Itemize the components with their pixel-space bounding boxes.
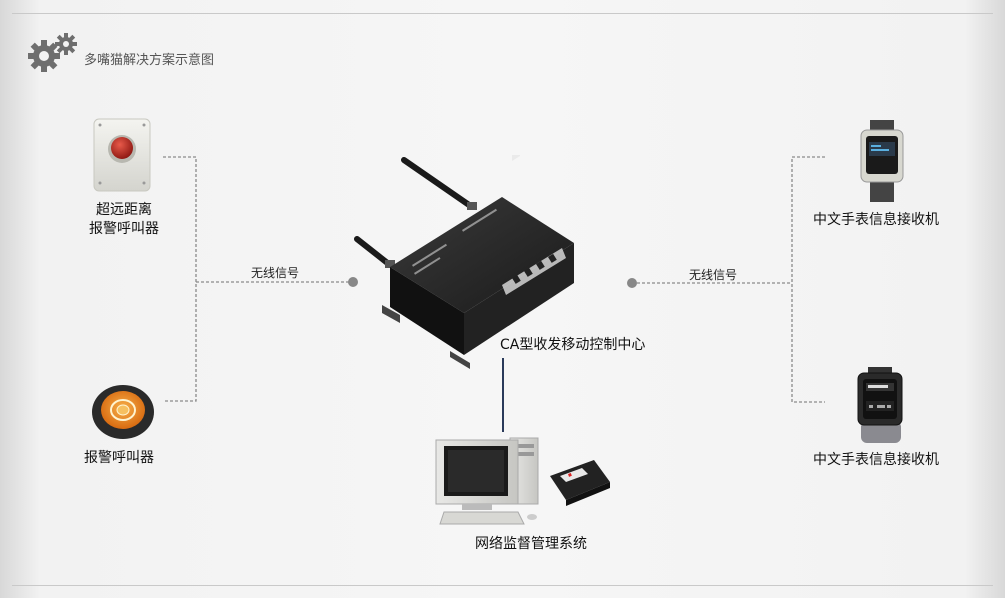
round-alarm-button-icon [92,385,154,439]
wireless-router-icon [354,155,574,369]
monitor-label: 网络监督管理系统 [475,536,587,552]
watch-top-label: 中文手表信息接收机 [813,212,939,228]
diagram-header: 多嘴猫解决方案示意图 [22,30,282,74]
right-bracket-line [791,156,825,403]
center-label: CA型收发移动控制中心 [500,337,646,353]
desktop-computer-icon [435,437,610,525]
long-range-alarm-label: 超远距离 报警呼叫器 [89,201,159,239]
left-bracket-line [163,156,197,402]
diagram-frame [12,13,993,586]
left-node [348,277,358,287]
watch-receiver-icon [857,367,903,443]
emergency-button-icon [93,118,151,192]
watch-receiver-icon [860,120,904,202]
gears-icon [28,33,77,72]
left-link-label: 无线信号 [251,266,300,280]
right-node [627,278,637,288]
diagram-title: 多嘴猫解决方案示意图 [84,53,215,68]
alarm-label: 报警呼叫器 [84,450,154,466]
right-link-label: 无线信号 [689,268,738,282]
long-range-alarm-line2: 报警呼叫器 [89,221,159,237]
long-range-alarm-line1: 超远距离 [96,202,152,218]
watch-bottom-label: 中文手表信息接收机 [813,452,939,468]
